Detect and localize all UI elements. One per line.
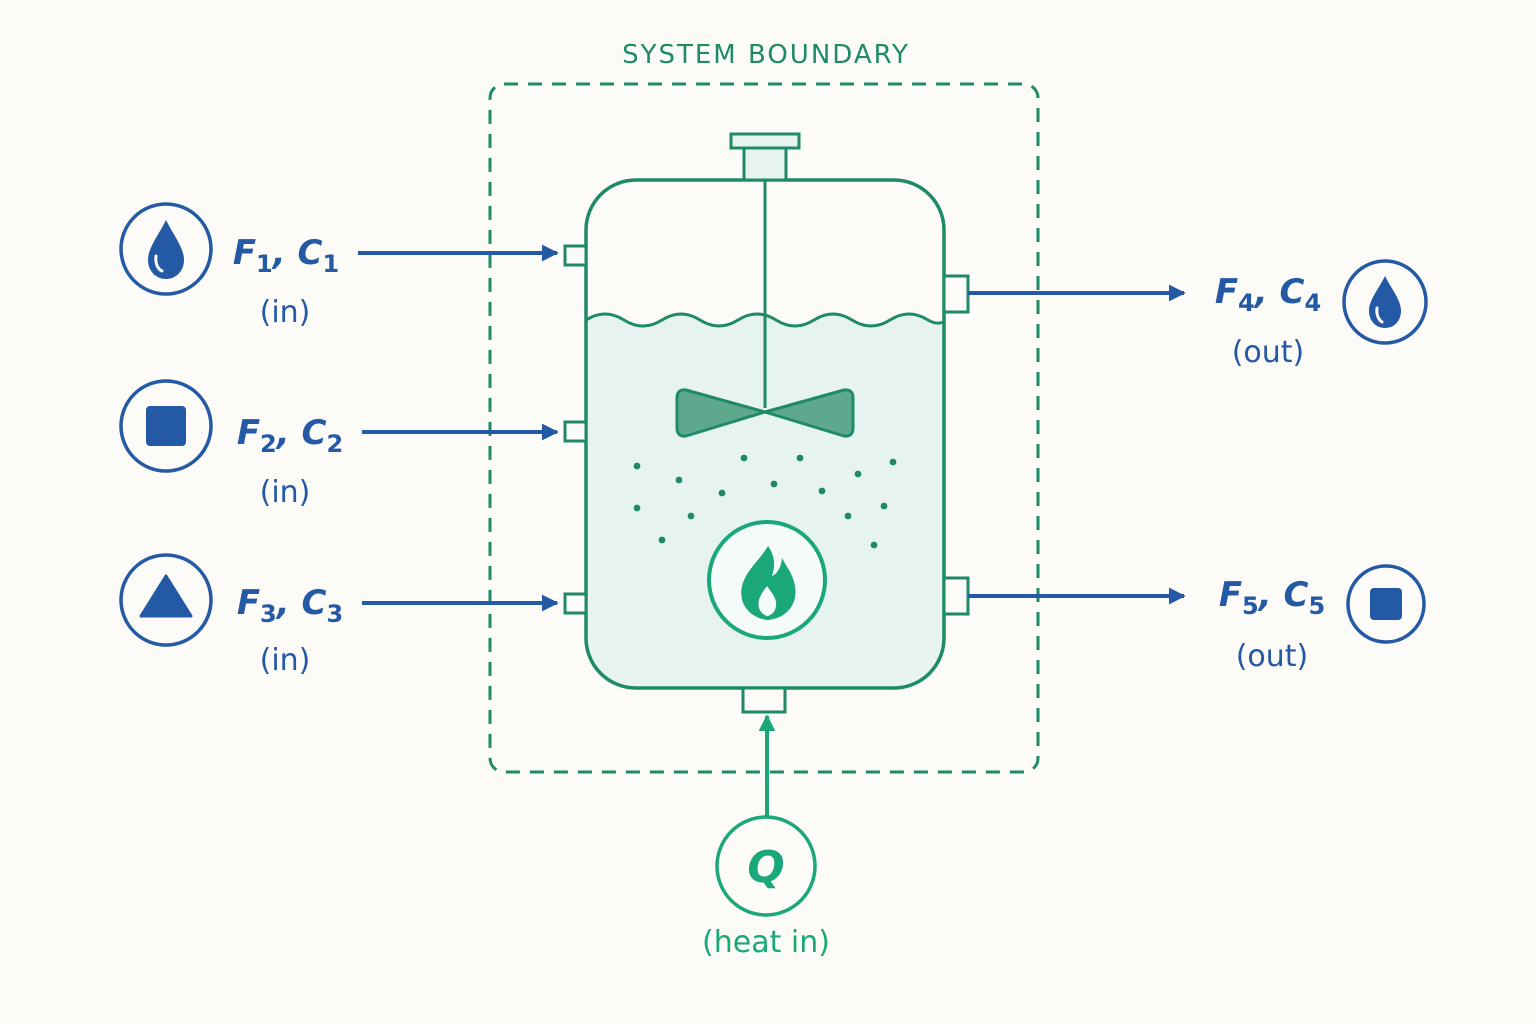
outlet-label-5: F5, C5 <box>1219 575 1325 620</box>
inlet-label-1: F1, C1 <box>233 233 339 278</box>
outlet-nozzle-4 <box>942 274 970 314</box>
agitator-motor-cap <box>729 132 801 150</box>
inlet-icon-ring-3 <box>119 553 213 647</box>
inlet-icon-ring-1 <box>119 202 213 296</box>
heat-direction: (heat in) <box>702 925 830 960</box>
droplet-icon <box>148 220 184 279</box>
heat-symbol: Q <box>747 842 784 893</box>
impeller-blade-right <box>763 388 855 438</box>
inlet-direction-2: (in) <box>260 475 311 510</box>
droplet-highlight <box>1375 306 1384 324</box>
inlet-stream-3: F3, C3 (in) <box>119 553 559 678</box>
outlet-direction-5: (out) <box>1236 639 1309 674</box>
outlet-icon-ring-5 <box>1346 564 1426 644</box>
inlet-direction-1: (in) <box>260 295 311 330</box>
system-boundary <box>488 82 1040 774</box>
inlet-label-3: F3, C3 <box>237 583 343 628</box>
suspended-particles <box>633 454 897 549</box>
liquid-surface <box>585 312 945 328</box>
droplet-icon <box>1369 276 1401 328</box>
outlet-nozzle-5 <box>942 576 970 616</box>
agitator-motor-body <box>742 146 788 182</box>
heat-nozzle <box>741 686 787 714</box>
inlet-nozzle-3 <box>563 592 588 615</box>
heat-input: Q (heat in) <box>702 714 830 960</box>
outlet-icon-ring-4 <box>1342 259 1428 345</box>
heat-ring <box>715 815 817 917</box>
inlet-direction-3: (in) <box>260 643 311 678</box>
inlet-stream-2: F2, C2 (in) <box>119 379 559 510</box>
square-icon <box>1370 588 1402 620</box>
flame-icon <box>741 546 796 620</box>
triangle-icon <box>139 574 193 618</box>
square-icon <box>146 406 186 446</box>
boundary-title: SYSTEM BOUNDARY <box>622 40 910 70</box>
outlet-direction-4: (out) <box>1232 335 1305 370</box>
flame-inner <box>758 586 777 616</box>
outlet-label-4: F4, C4 <box>1215 272 1321 317</box>
outlet-stream-4: F4, C4 (out) <box>968 259 1428 370</box>
droplet-highlight <box>154 254 164 273</box>
inlet-icon-ring-2 <box>119 379 213 473</box>
inlet-nozzle-1 <box>563 244 588 267</box>
inlet-label-2: F2, C2 <box>237 413 343 458</box>
outlet-stream-5: F5, C5 (out) <box>968 564 1426 674</box>
impeller-blade-left <box>675 388 767 438</box>
inlet-stream-1: F1, C1 (in) <box>119 202 559 330</box>
reactor-vessel <box>563 132 970 714</box>
inlet-nozzle-2 <box>563 420 588 443</box>
